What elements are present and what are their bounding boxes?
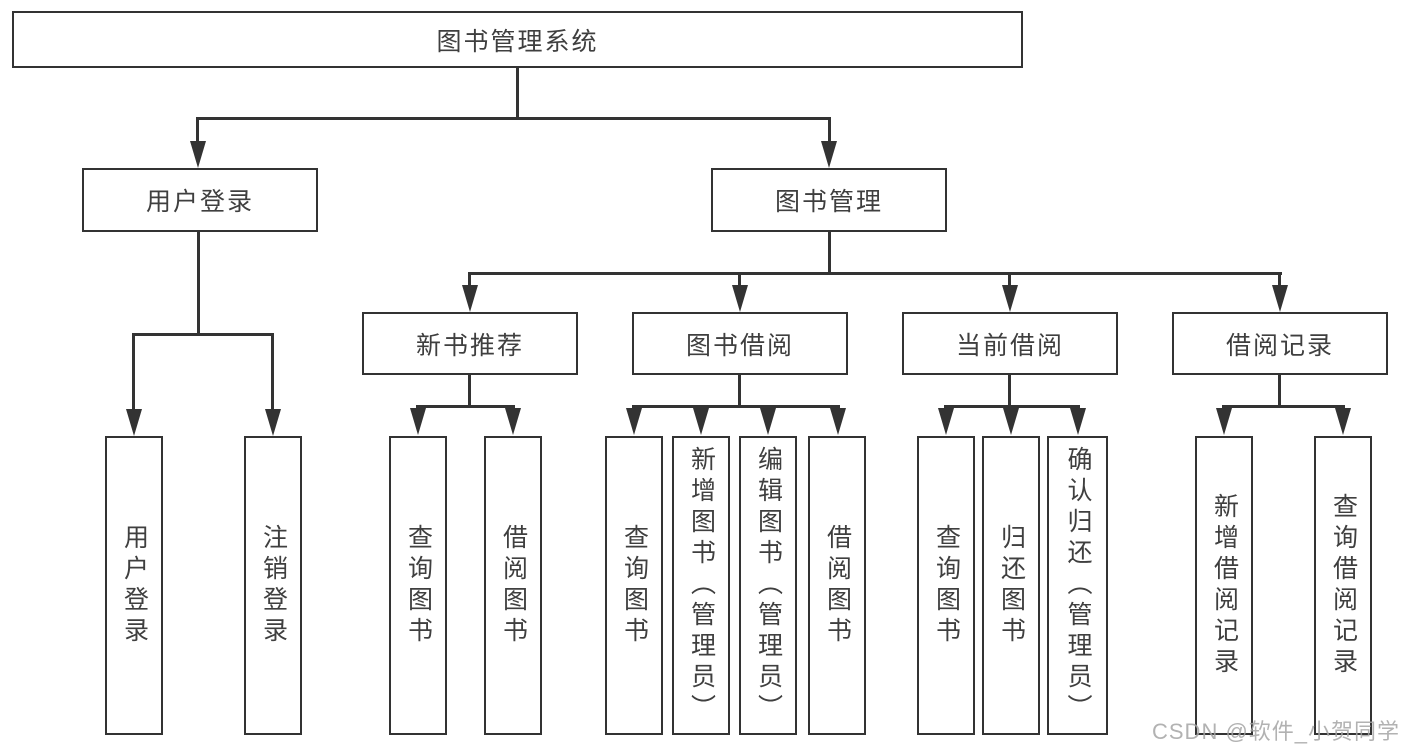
leaf-borrow-books-2: 借阅图书 [808,436,866,735]
connector-line [738,375,741,408]
node-book-borrowing: 图书借阅 [632,312,848,375]
node-label: 注销登录 [259,523,288,648]
connector-line [197,232,200,335]
node-label: 编辑图书（管理员） [754,446,783,725]
arrow-down-icon [462,285,478,312]
arrow-down-icon [265,409,281,436]
connector-line [468,272,471,290]
connector-line [828,117,831,145]
node-library-management-system: 图书管理系统 [12,11,1023,68]
connector-line [196,117,831,120]
connector-line [516,67,519,119]
node-new-book-recommend: 新书推荐 [362,312,578,375]
connector-line [468,375,471,408]
arrow-down-icon [1002,285,1018,312]
arrow-down-icon [830,408,846,435]
connector-line [1222,405,1345,408]
arrow-down-icon [626,408,642,435]
connector-line [132,333,274,336]
node-current-borrowing: 当前借阅 [902,312,1118,375]
connector-line [1278,272,1281,290]
node-label: 借阅记录 [1225,331,1334,360]
leaf-user-login: 用户登录 [105,436,163,735]
node-label: 查询借阅记录 [1329,492,1358,679]
arrow-down-icon [760,408,776,435]
leaf-edit-books-admin: 编辑图书（管理员） [739,436,797,735]
connector-line [132,333,135,413]
arrow-down-icon [1003,408,1019,435]
arrow-down-icon [1216,408,1232,435]
leaf-add-borrow-record: 新增借阅记录 [1195,436,1253,735]
leaf-query-books-3: 查询图书 [917,436,975,735]
leaf-logout: 注销登录 [244,436,302,735]
connector-line [1008,375,1011,408]
node-label: 归还图书 [997,523,1026,648]
arrow-down-icon [1335,408,1351,435]
node-label: 查询图书 [620,523,649,648]
leaf-query-books-2: 查询图书 [605,436,663,735]
node-label: 确认归还（管理员） [1064,446,1092,725]
arrow-down-icon [732,285,748,312]
connector-line [468,272,1282,275]
node-label: 新书推荐 [415,331,524,360]
arrow-down-icon [693,408,709,435]
leaf-confirm-return-admin: 确认归还（管理员） [1047,436,1108,735]
arrow-down-icon [1070,408,1086,435]
node-label: 查询图书 [404,523,433,648]
node-borrowing-records: 借阅记录 [1172,312,1388,375]
node-label: 图书管理系统 [436,27,599,56]
connector-line [1008,272,1011,290]
node-label: 图书借阅 [685,331,794,360]
leaf-borrow-books-1: 借阅图书 [484,436,542,735]
connector-line [271,333,274,413]
arrow-down-icon [410,408,426,435]
node-label: 查询图书 [932,523,961,648]
leaf-return-books: 归还图书 [982,436,1040,735]
arrow-down-icon [1272,285,1288,312]
node-label: 用户登录 [145,188,254,216]
connector-line [416,405,515,408]
node-user-login: 用户登录 [82,168,318,232]
leaf-query-books-1: 查询图书 [389,436,447,735]
connector-line [828,232,831,274]
connector-line [196,117,199,145]
arrow-down-icon [190,141,206,168]
connector-line [632,405,840,408]
watermark: CSDN @软件_小贺同学 [1152,719,1401,744]
node-book-management: 图书管理 [711,168,947,232]
node-label: 新增图书（管理员） [687,446,716,725]
connector-line [738,272,741,290]
leaf-add-books-admin: 新增图书（管理员） [672,436,730,735]
node-label: 新增借阅记录 [1210,492,1239,679]
node-label: 用户登录 [120,523,149,648]
arrow-down-icon [126,409,142,436]
node-label: 图书管理 [774,188,883,216]
node-label: 当前借阅 [955,331,1064,360]
connector-line [1278,375,1281,408]
arrow-down-icon [938,408,954,435]
arrow-down-icon [505,408,521,435]
leaf-query-borrow-record: 查询借阅记录 [1314,436,1372,735]
arrow-down-icon [821,141,837,168]
connector-line [944,405,1080,408]
node-label: 借阅图书 [823,523,852,648]
node-label: 借阅图书 [499,523,528,648]
